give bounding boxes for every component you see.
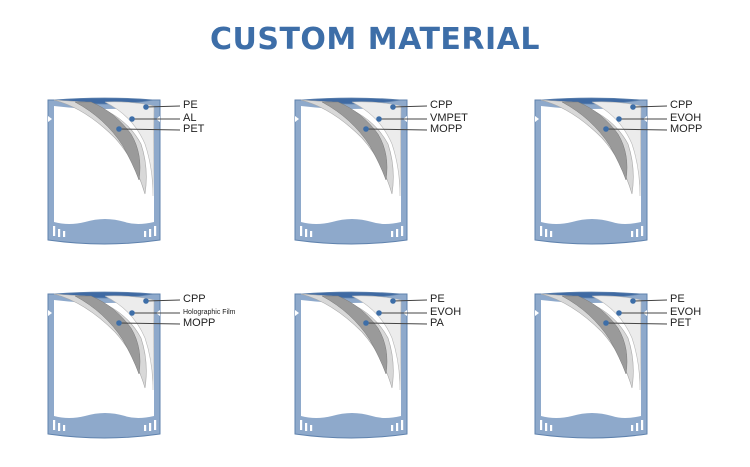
layer-label: MOPP bbox=[183, 317, 216, 329]
leader-line bbox=[118, 322, 181, 325]
layer-label: PET bbox=[183, 123, 205, 135]
pouch-notch bbox=[295, 310, 299, 316]
page-title: CUSTOM MATERIAL bbox=[209, 22, 541, 57]
pouch-notch bbox=[48, 310, 52, 316]
pouch-notch bbox=[295, 116, 299, 122]
peel-layer-inner bbox=[53, 293, 147, 389]
leader-dot bbox=[616, 116, 622, 122]
peel-layer-middle bbox=[561, 101, 628, 181]
layer-label: CPP bbox=[430, 99, 453, 111]
leader-dot bbox=[603, 320, 609, 326]
leader-dot bbox=[390, 298, 396, 304]
pouch-illustration bbox=[47, 291, 181, 439]
leader-dot bbox=[363, 320, 369, 326]
peel-layer-middle bbox=[321, 101, 388, 181]
pouch-illustration bbox=[534, 291, 668, 439]
leader-dot bbox=[129, 116, 135, 122]
layer-label: CPP bbox=[670, 99, 693, 111]
seal-marks bbox=[540, 420, 644, 431]
peel-layer-inner bbox=[300, 99, 394, 195]
pouch-illustration bbox=[294, 97, 428, 245]
leader-dot bbox=[116, 320, 122, 326]
leader-line bbox=[632, 299, 668, 302]
leader-line bbox=[118, 128, 181, 131]
leader-dot bbox=[630, 298, 636, 304]
seal-marks bbox=[300, 226, 404, 237]
peel-layer-middle bbox=[74, 101, 141, 181]
leader-line bbox=[145, 105, 181, 108]
layer-label: Holographic Film bbox=[183, 309, 236, 316]
leader-line bbox=[605, 128, 668, 131]
seal-marks bbox=[53, 420, 157, 431]
layer-label: CPP bbox=[183, 293, 206, 305]
leader-dot bbox=[376, 116, 382, 122]
leader-dot bbox=[363, 126, 369, 132]
leader-dot bbox=[129, 310, 135, 316]
leader-dot bbox=[116, 126, 122, 132]
leader-dot bbox=[630, 104, 636, 110]
pouch-illustration bbox=[47, 97, 181, 245]
pouch-notch bbox=[535, 310, 539, 316]
layer-label: MOPP bbox=[670, 123, 703, 135]
layer-label: EVOH bbox=[670, 306, 702, 318]
leader-dot bbox=[616, 310, 622, 316]
peel-layer-middle bbox=[561, 295, 628, 375]
leader-line bbox=[365, 322, 428, 325]
leader-dot bbox=[143, 104, 149, 110]
leader-line bbox=[392, 299, 428, 302]
peel-layer-inner bbox=[540, 99, 634, 195]
leader-dot bbox=[603, 126, 609, 132]
layer-label: EVOH bbox=[430, 306, 462, 318]
peel-layer-inner bbox=[53, 99, 147, 195]
leader-line bbox=[605, 322, 668, 325]
seal-marks bbox=[53, 226, 157, 237]
peel-layer-middle bbox=[321, 295, 388, 375]
leader-lines bbox=[363, 104, 428, 132]
leader-lines bbox=[363, 298, 428, 326]
layer-label: PE bbox=[183, 99, 198, 111]
seal-marks bbox=[300, 420, 404, 431]
layer-label: VMPET bbox=[430, 112, 468, 124]
leader-lines bbox=[603, 104, 668, 132]
leader-line bbox=[632, 105, 668, 108]
pouch-notch bbox=[48, 116, 52, 122]
pouch-illustration bbox=[534, 97, 668, 245]
leader-lines bbox=[116, 298, 181, 326]
leader-dot bbox=[376, 310, 382, 316]
layer-label: PA bbox=[430, 317, 444, 329]
leader-line bbox=[392, 105, 428, 108]
leader-line bbox=[145, 299, 181, 302]
peel-layer-inner bbox=[540, 293, 634, 389]
layer-label: PE bbox=[670, 293, 685, 305]
leader-lines bbox=[603, 298, 668, 326]
pouch-notch bbox=[535, 116, 539, 122]
layer-label: PET bbox=[670, 317, 692, 329]
layer-label: EVOH bbox=[670, 112, 702, 124]
leader-dot bbox=[390, 104, 396, 110]
peel-layer-inner bbox=[300, 293, 394, 389]
layer-label: AL bbox=[183, 112, 197, 124]
pouch-illustration bbox=[294, 291, 428, 439]
seal-marks bbox=[540, 226, 644, 237]
leader-dot bbox=[143, 298, 149, 304]
leader-line bbox=[365, 128, 428, 131]
layer-label: MOPP bbox=[430, 123, 463, 135]
layer-label: PE bbox=[430, 293, 445, 305]
peel-layer-middle bbox=[74, 295, 141, 375]
leader-lines bbox=[116, 104, 181, 132]
